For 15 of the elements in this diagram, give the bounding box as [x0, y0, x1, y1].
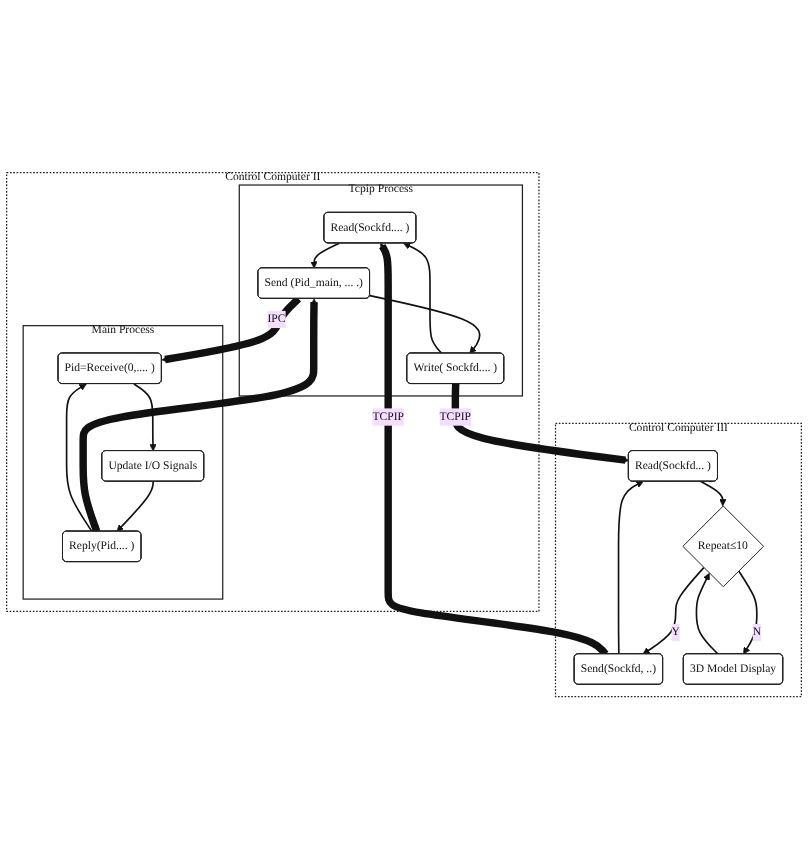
arrow: [369, 294, 481, 354]
arrow: [451, 381, 630, 464]
arrow: [617, 480, 644, 655]
arrow: [737, 569, 758, 654]
arrow: [161, 295, 302, 363]
arrow: [116, 480, 154, 532]
arrow: [133, 382, 157, 451]
arrow: [79, 297, 318, 533]
arrow: [695, 572, 719, 655]
arrow: [65, 383, 93, 532]
arrow: [378, 242, 609, 656]
arrow: [700, 480, 727, 506]
arrow: [310, 241, 341, 268]
arrow: [403, 242, 443, 354]
arrow: [642, 566, 705, 654]
